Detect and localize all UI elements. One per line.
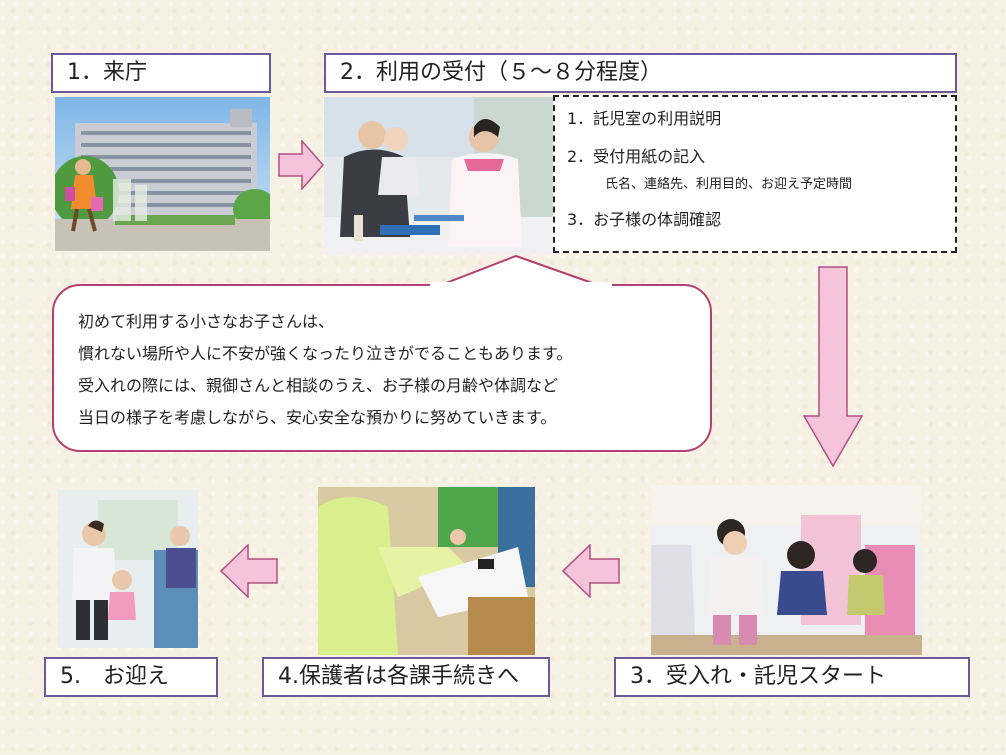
right-arrow-icon [278, 140, 324, 190]
note-bubble: 初めて利用する小さなお子さんは、 慣れない場所や人に不安が強くなったり泣きがでる… [52, 284, 712, 452]
note-line-1: 初めて利用する小さなお子さんは、 [78, 312, 335, 331]
step3-label-text: 3．受入れ・託児スタート [630, 664, 886, 689]
paperwork-photo [318, 487, 535, 655]
reception-step-1: 1．託児室の利用説明 [567, 109, 722, 128]
reception-step-3: 3．お子様の体調確認 [567, 210, 722, 229]
left-arrow-icon [562, 544, 620, 598]
reception-photo [324, 97, 554, 255]
reception-step-2-detail: 氏名、連絡先、利用目的、お迎え予定時間 [605, 177, 853, 192]
left-arrow-icon [220, 544, 278, 598]
step5-label-text: 5. お迎え [60, 664, 169, 689]
note-line-3: 受入れの際には、親御さんと相談のうえ、お子様の月齢や体調など [78, 376, 559, 395]
step3-label: 3．受入れ・託児スタート [614, 657, 970, 697]
step4-label: 4.保護者は各課手続きへ [262, 657, 550, 697]
step5-label: 5. お迎え [44, 657, 218, 697]
city-hall-photo [55, 97, 270, 251]
reception-step-2: 2．受付用紙の記入 氏名、連絡先、利用目的、お迎え予定時間 [567, 143, 943, 192]
step1-label: 1．来庁 [51, 53, 271, 93]
step1-label-text: 1．来庁 [67, 60, 147, 85]
step2-label-text: 2．利用の受付（５～８分程度） [340, 60, 662, 85]
note-line-4: 当日の様子を考慮しながら、安心安全な預かりに努めていきます。 [78, 408, 557, 427]
step4-label-text: 4.保護者は各課手続きへ [278, 664, 519, 689]
note-line-2: 慣れない場所や人に不安が強くなったり泣きがでることもあります。 [78, 344, 573, 363]
speech-bubble-tail [427, 254, 613, 291]
bubble-tail-joint [430, 282, 612, 288]
reception-steps-box: 1．託児室の利用説明 2．受付用紙の記入 氏名、連絡先、利用目的、お迎え予定時間… [553, 95, 957, 253]
step2-label: 2．利用の受付（５～８分程度） [324, 53, 957, 93]
city-hall-illustration [55, 97, 270, 251]
childcare-photo [651, 485, 922, 655]
down-arrow-icon [803, 266, 863, 468]
pickup-photo [58, 490, 198, 648]
